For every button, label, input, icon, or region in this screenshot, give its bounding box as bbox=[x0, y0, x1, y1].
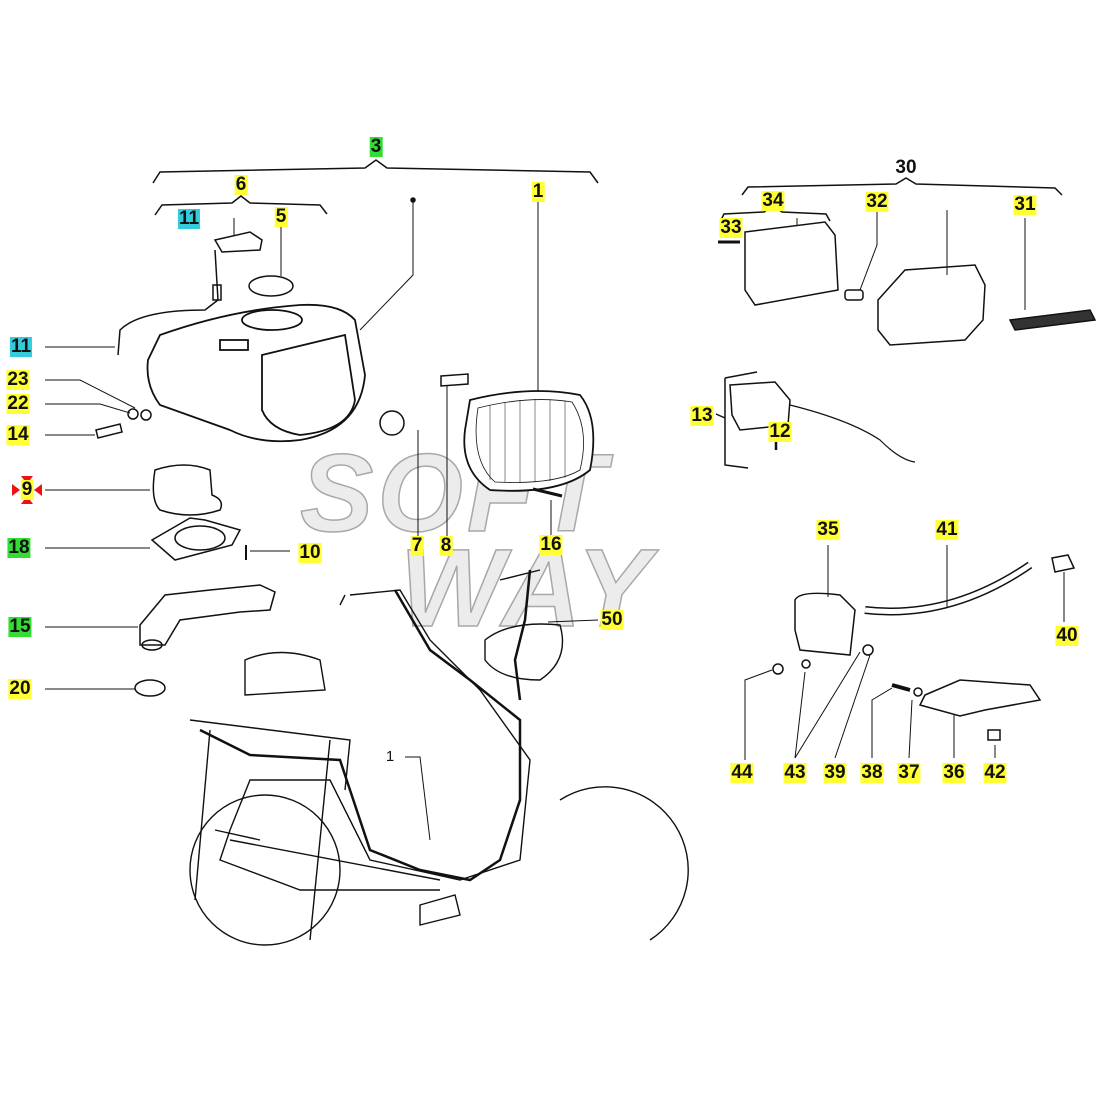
callout-33[interactable]: 33 bbox=[719, 217, 743, 238]
tail-housing-part bbox=[877, 264, 986, 346]
callout-16[interactable]: 16 bbox=[539, 534, 563, 555]
callout-12[interactable]: 12 bbox=[768, 421, 792, 442]
callout-40[interactable]: 40 bbox=[1055, 625, 1079, 646]
callout-39[interactable]: 39 bbox=[823, 762, 847, 783]
callout-32[interactable]: 32 bbox=[865, 191, 889, 212]
callout-31[interactable]: 31 bbox=[1013, 194, 1037, 215]
callout-42[interactable]: 42 bbox=[983, 762, 1007, 783]
callout-9[interactable]: 9 bbox=[20, 479, 34, 500]
nut-42-part bbox=[987, 729, 1001, 741]
callout-3[interactable]: 3 bbox=[369, 136, 383, 157]
leader-housing bbox=[359, 200, 414, 331]
bracket-6 bbox=[154, 195, 328, 216]
callout-13[interactable]: 13 bbox=[690, 405, 714, 426]
grommet-20-part bbox=[134, 679, 166, 697]
scooter-outline bbox=[189, 569, 689, 946]
switch-part bbox=[213, 231, 263, 253]
callout-11-switch[interactable]: 11 bbox=[177, 208, 201, 229]
callout-37[interactable]: 37 bbox=[897, 762, 921, 783]
callout-15[interactable]: 15 bbox=[8, 616, 32, 637]
callout-23[interactable]: 23 bbox=[6, 369, 30, 390]
bracket-36-part bbox=[918, 679, 1042, 717]
callout-5[interactable]: 5 bbox=[274, 206, 288, 227]
callout-11-wire[interactable]: 11 bbox=[9, 336, 33, 357]
callout-44[interactable]: 44 bbox=[730, 762, 754, 783]
callout-30[interactable]: 30 bbox=[895, 157, 917, 178]
callout-14[interactable]: 14 bbox=[6, 424, 30, 445]
callout-10[interactable]: 10 bbox=[298, 542, 322, 563]
callout-43[interactable]: 43 bbox=[783, 762, 807, 783]
headlight-housing-part bbox=[146, 303, 366, 443]
arm-15-part bbox=[139, 584, 276, 646]
bracket-30 bbox=[741, 177, 1063, 196]
callout-35[interactable]: 35 bbox=[816, 519, 840, 540]
callout-34[interactable]: 34 bbox=[761, 190, 785, 211]
speedometer-part bbox=[152, 464, 223, 516]
callout-7[interactable]: 7 bbox=[410, 535, 424, 556]
screw-16-part bbox=[532, 487, 563, 498]
cap-40-part bbox=[1051, 554, 1076, 573]
bracket-3 bbox=[152, 159, 599, 184]
callout-1-harness[interactable]: 1 bbox=[385, 748, 395, 765]
callout-22[interactable]: 22 bbox=[6, 393, 30, 414]
callout-36[interactable]: 36 bbox=[942, 762, 966, 783]
callout-8[interactable]: 8 bbox=[439, 535, 453, 556]
callout-50[interactable]: 50 bbox=[600, 609, 624, 630]
wire-part bbox=[117, 249, 219, 356]
callout-18[interactable]: 18 bbox=[7, 537, 31, 558]
callout-6[interactable]: 6 bbox=[234, 174, 248, 195]
callout-1[interactable]: 1 bbox=[531, 181, 545, 202]
cap-part bbox=[248, 275, 294, 297]
headlight-part bbox=[463, 390, 595, 492]
callout-41[interactable]: 41 bbox=[935, 519, 959, 540]
bulb-7-part bbox=[379, 410, 405, 436]
ignition-coil-part bbox=[794, 592, 856, 656]
bracket-18-part bbox=[150, 517, 242, 561]
wiring-harness-part bbox=[199, 589, 522, 882]
bulb-32-part bbox=[844, 289, 864, 301]
callout-20[interactable]: 20 bbox=[8, 678, 32, 699]
tail-lens-part bbox=[744, 221, 839, 306]
reflector-31-part bbox=[1008, 309, 1097, 331]
callout-38[interactable]: 38 bbox=[860, 762, 884, 783]
bulb-8-part bbox=[440, 373, 469, 387]
bracket-13 bbox=[715, 371, 758, 469]
